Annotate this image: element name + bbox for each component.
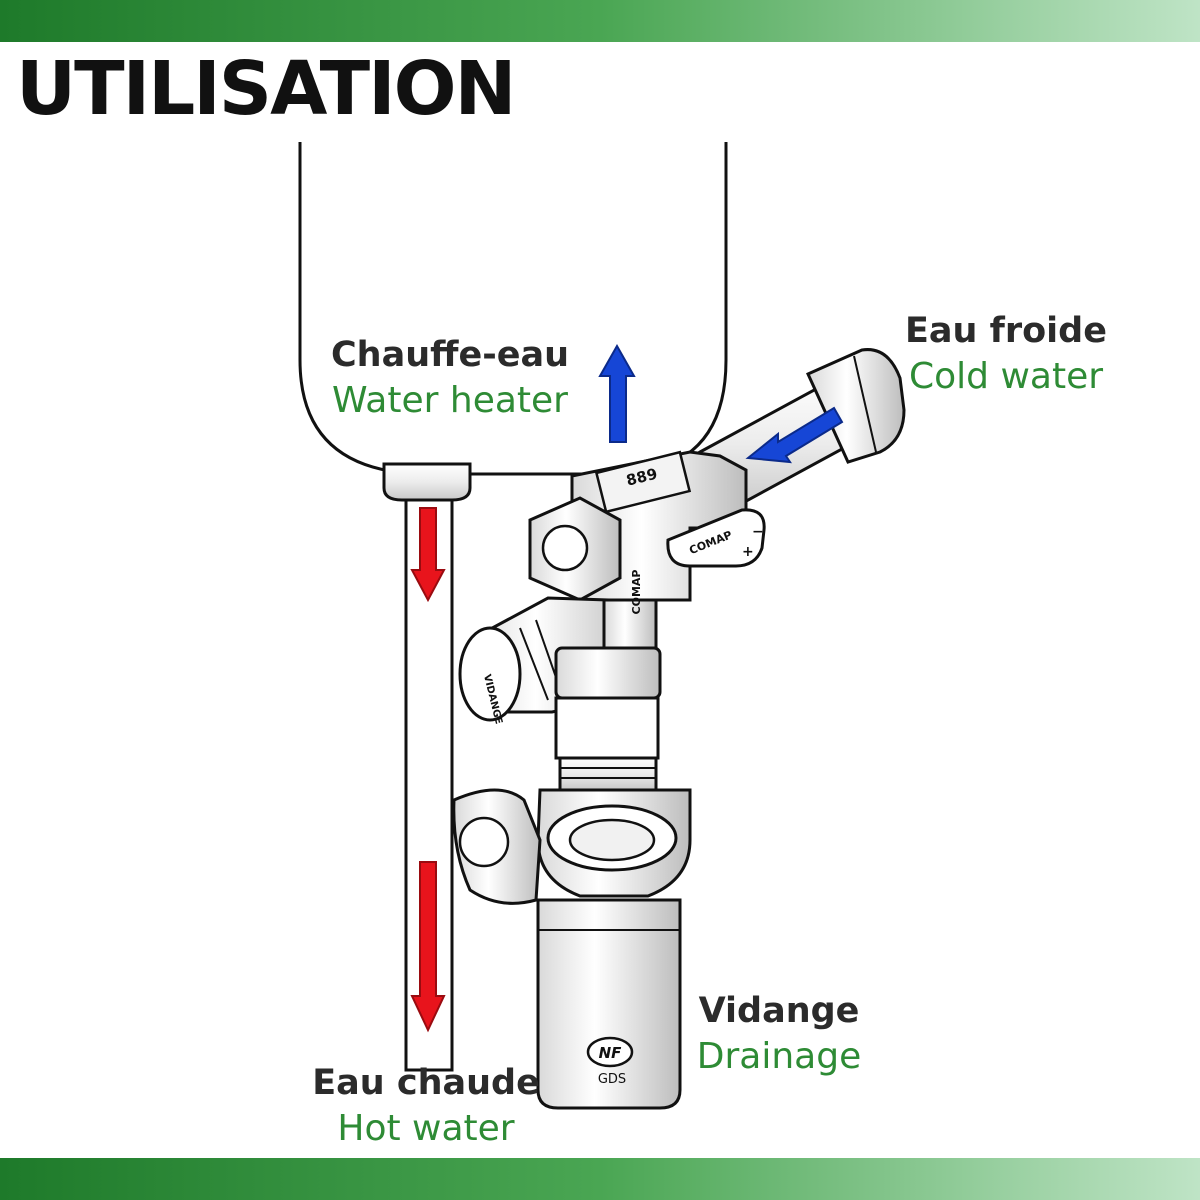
top-green-band — [0, 0, 1200, 42]
minus-sign: − — [752, 524, 764, 540]
label-hot-water-en: Hot water — [337, 1107, 515, 1149]
plus-sign: + — [742, 544, 754, 560]
label-hot-water-fr: Eau chaude — [312, 1063, 540, 1103]
page-title: UTILISATION — [16, 46, 516, 132]
up-arrow-icon — [598, 343, 636, 443]
nf-mark: NF — [599, 1044, 623, 1062]
label-water-heater-fr: Chauffe-eau — [330, 335, 570, 375]
label-cold-water-fr: Eau froide — [905, 311, 1107, 351]
left-arrow-icon — [745, 406, 844, 464]
label-cold-water-en: Cold water — [908, 355, 1104, 397]
label-water-heater-en: Water heater — [332, 379, 568, 421]
drain-siphon — [452, 788, 692, 1110]
bottom-green-band — [0, 1158, 1200, 1200]
label-drainage: Vidange Drainage — [690, 990, 868, 1079]
gds-mark: GDS — [598, 1072, 626, 1087]
down-arrow-icon — [410, 861, 446, 1033]
down-arrow-icon — [410, 507, 446, 603]
label-cold-water: Eau froide Cold water — [900, 310, 1112, 399]
brand-label-body: COMAP — [630, 570, 643, 615]
nf-seal — [586, 1036, 634, 1068]
label-water-heater: Chauffe-eau Water heater — [320, 334, 580, 423]
water-heater-tank — [298, 142, 728, 476]
label-hot-water: Eau chaude Hot water — [306, 1062, 546, 1151]
label-drainage-en: Drainage — [696, 1035, 862, 1077]
label-drainage-fr: Vidange — [698, 991, 860, 1031]
hot-pipe-nut — [382, 462, 472, 502]
safety-valve-group — [458, 450, 766, 792]
